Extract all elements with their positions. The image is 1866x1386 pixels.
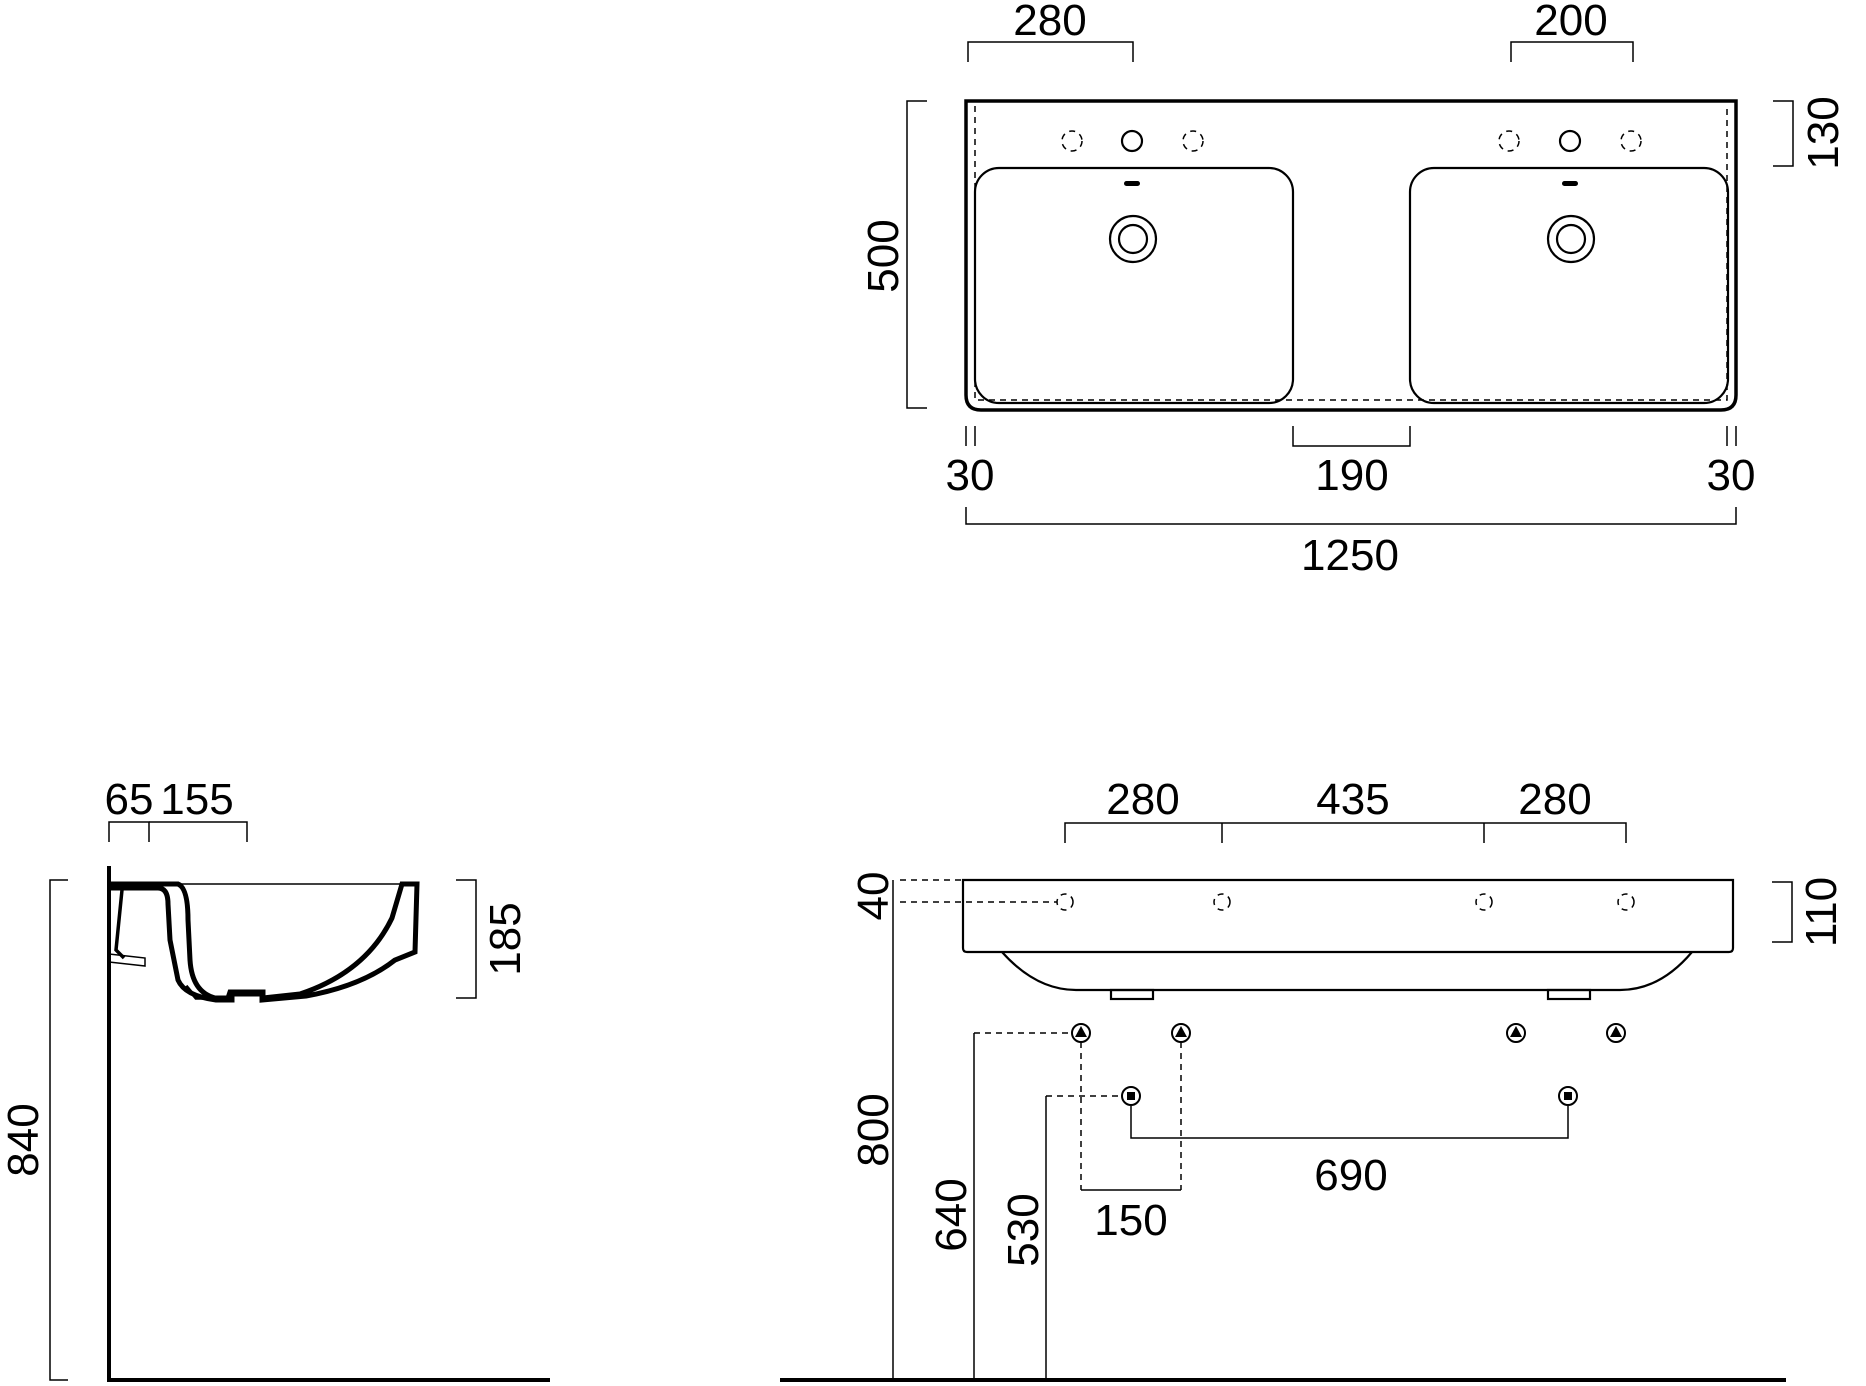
dim-line-overall-width [965, 507, 1737, 525]
dim-front-spacing-right: 280 [1518, 775, 1591, 824]
right-overflow [1562, 181, 1578, 186]
left-bowl [973, 166, 1295, 405]
dim-top-offset: 40 [849, 872, 898, 921]
dim-tap-row-offset: 130 [1799, 96, 1848, 169]
dim-wall-offset: 65 [105, 775, 154, 824]
front-right-waste-outlet [1546, 988, 1592, 1001]
dim-left-margin: 30 [946, 451, 995, 500]
top-view-outline [964, 99, 1738, 412]
dim-mounting-height: 840 [0, 1103, 48, 1176]
dim-line-bowl-offset [149, 821, 248, 842]
dim-front-spacing-left: 280 [1106, 775, 1179, 824]
leader-top-offset [900, 879, 1057, 903]
dim-line-basin-height [456, 879, 477, 999]
side-view: 65 155 185 840 [0, 775, 550, 1382]
dim-line-center-gap [1292, 426, 1411, 447]
dim-line-right-margin [1726, 426, 1737, 446]
right-bowl [1408, 166, 1730, 405]
left-drain-inner [1117, 223, 1149, 255]
left-tap-hole-optional-a [1061, 130, 1083, 152]
left-tap-hole [1120, 129, 1144, 153]
dim-line-basin-thickness [1772, 881, 1793, 943]
right-drain-outer [1546, 214, 1596, 264]
leader-supply-spacing [1080, 1042, 1182, 1190]
front-tap-hole-1 [1056, 893, 1074, 911]
dim-line-tap-left [967, 41, 1134, 62]
right-tap-hole [1558, 129, 1582, 153]
right-tap-hole-optional-a [1498, 130, 1520, 152]
dim-tap-spacing-right: 200 [1534, 0, 1607, 45]
dim-line-mounting-height [49, 879, 68, 1381]
supply-point-4 [1606, 1023, 1626, 1043]
dim-supply-height: 640 [927, 1178, 976, 1251]
supply-point-3 [1506, 1023, 1526, 1043]
top-view-hidden-outline [974, 106, 1728, 401]
right-tap-hole-optional-b [1620, 130, 1642, 152]
left-drain-outer [1108, 214, 1158, 264]
front-left-waste-outlet [1109, 988, 1155, 1001]
dim-waste-spacing: 690 [1314, 1151, 1387, 1200]
right-drain-inner [1555, 223, 1587, 255]
dim-line-tap-row [1773, 100, 1794, 167]
front-tap-hole-3 [1475, 893, 1493, 911]
left-overflow [1124, 181, 1140, 186]
waste-point-2 [1558, 1086, 1578, 1106]
dim-basin-height: 185 [481, 902, 530, 975]
side-basin-support [108, 953, 146, 967]
front-tap-hole-2 [1213, 893, 1231, 911]
supply-point-2 [1171, 1023, 1191, 1043]
dim-right-margin: 30 [1707, 451, 1756, 500]
dim-tap-spacing-left: 280 [1013, 0, 1086, 45]
dim-line-tap-right [1510, 41, 1634, 62]
dim-waste-height: 530 [999, 1193, 1048, 1266]
left-tap-hole-optional-b [1182, 130, 1204, 152]
dim-line-depth [906, 100, 927, 409]
dim-top-height: 800 [849, 1093, 898, 1166]
dim-line-waste-spacing [1130, 1106, 1569, 1139]
dim-center-gap: 190 [1315, 451, 1388, 500]
front-basin-underside [1001, 951, 1693, 992]
side-basin-front-edge [114, 889, 234, 1000]
dim-supply-spacing: 150 [1094, 1196, 1167, 1245]
front-tap-hole-4 [1617, 893, 1635, 911]
side-basin-profile-outer [109, 881, 420, 1003]
dim-front-spacing-center: 435 [1316, 775, 1389, 824]
dim-overall-width: 1250 [1301, 531, 1399, 580]
dim-basin-thickness: 110 [1797, 877, 1846, 947]
dim-line-front-spacing [1064, 822, 1627, 843]
supply-point-1 [1071, 1023, 1091, 1043]
dim-bowl-offset: 155 [160, 775, 233, 824]
dim-line-wall-offset [108, 821, 150, 842]
dim-line-left-margin [965, 426, 976, 446]
front-view: 280 435 280 40 110 800 640 530 150 690 [780, 775, 1846, 1382]
front-basin-body [961, 878, 1735, 954]
waste-point-1 [1121, 1086, 1141, 1106]
dim-depth: 500 [859, 219, 908, 292]
top-view: 280 200 500 130 30 190 30 1250 [859, 0, 1848, 580]
